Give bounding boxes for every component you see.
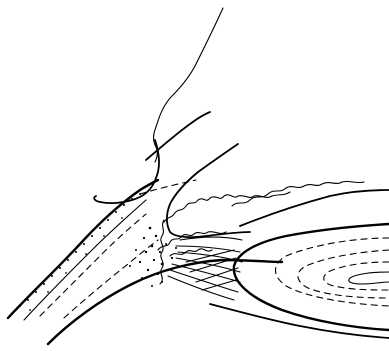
lens-body-outline [234, 224, 389, 330]
outer-thick-edge [8, 180, 158, 318]
fibrous-strands [168, 237, 242, 300]
outer-band-stipple [19, 193, 141, 311]
upper-oblique-line [146, 112, 210, 160]
lens-concentric-lines [276, 238, 389, 306]
inner-curve-line [167, 144, 250, 237]
lens-upper-surface [240, 190, 389, 226]
apex-loop [94, 140, 159, 203]
upper-wavy-outline [154, 8, 223, 162]
wavy-tissue-band-upper [164, 192, 290, 222]
lower-sweeping-curve [210, 304, 389, 338]
outer-inner-edge [24, 200, 146, 320]
